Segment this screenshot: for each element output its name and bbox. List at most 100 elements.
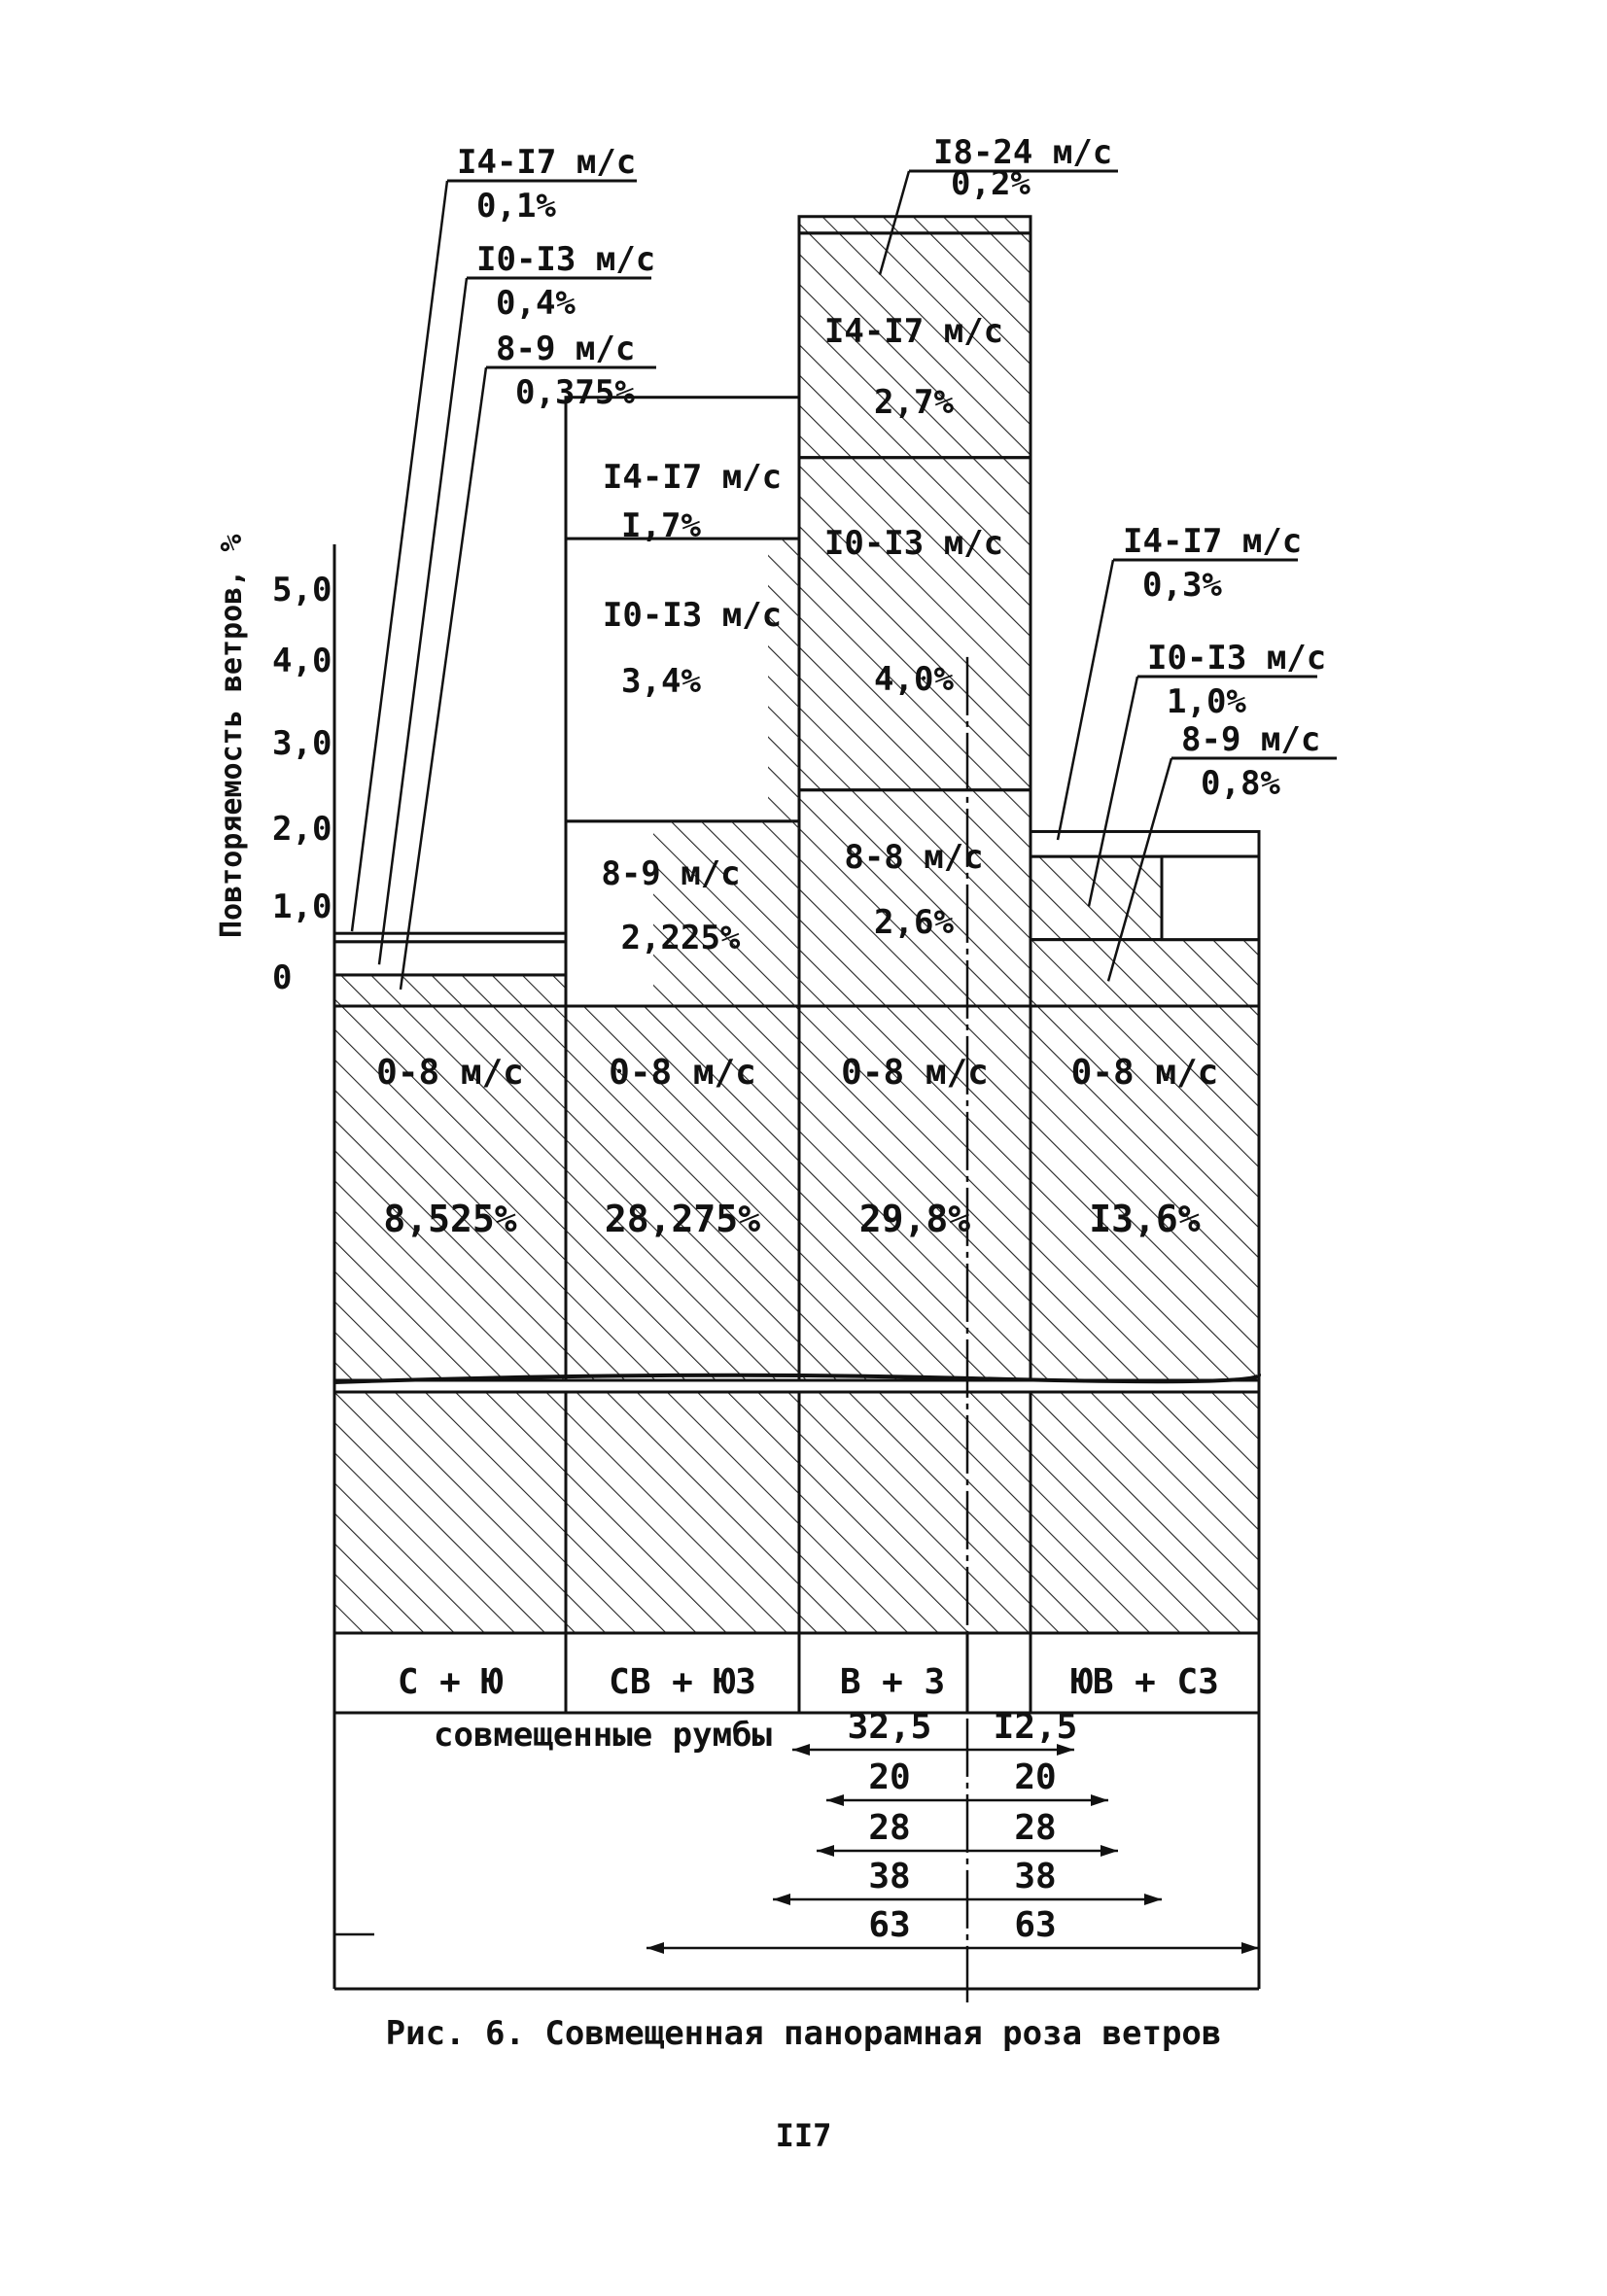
category-label: С + Ю — [398, 1662, 504, 1702]
dimension-right: 38 — [1014, 1857, 1056, 1896]
base-speed-label: 0-8 м/с — [609, 1053, 756, 1093]
bar-segment — [332, 931, 568, 944]
bar-base-lower — [797, 1390, 1032, 1635]
dimension-table: совмещенные румбы 32,5 I2,5 20 20 28 28 38 38 63 6… — [334, 1707, 1259, 1954]
dimension-arrow — [1144, 1894, 1162, 1905]
category-label: ЮВ + СЗ — [1071, 1662, 1219, 1702]
cat4-c-value: 0,8% — [1201, 764, 1280, 803]
labels-layer: Повторяемость ветров, % 0-8 м/с 8,525% 0-8… — [215, 133, 1326, 1702]
dimension-arrow — [646, 1942, 664, 1954]
dimension-left: 28 — [868, 1808, 910, 1848]
dimension-left: 38 — [868, 1857, 910, 1896]
base-speed-label: 0-8 м/с — [1071, 1053, 1219, 1093]
cat4-b-speed: I0-I3 м/с — [1147, 639, 1326, 678]
cat2-value-3: 2,225% — [621, 919, 741, 957]
base-speed-label: 0-8 м/с — [376, 1053, 524, 1093]
dimension-left: 63 — [868, 1905, 910, 1945]
axis-break-line — [333, 1373, 1262, 1384]
base-value-label: I3,6% — [1089, 1198, 1201, 1240]
bar-base-lower — [332, 1390, 568, 1635]
page-number: II7 — [775, 2117, 832, 2154]
bar-segment — [332, 973, 568, 1008]
bar-segment — [797, 788, 1032, 1008]
category-label: СВ + ЮЗ — [609, 1662, 756, 1702]
cat4-c-speed: 8-9 м/с — [1181, 720, 1320, 759]
y-axis-label: Повторяемость ветров, % — [215, 535, 249, 938]
bar-segment-hatch — [768, 539, 799, 821]
dimension-arrow — [1091, 1794, 1108, 1806]
cat2-value-1: I,7% — [621, 506, 701, 545]
y-tick-label: 3,0 — [272, 724, 332, 763]
cat4-b-value: 1,0% — [1167, 682, 1246, 721]
dimension-arrow — [792, 1744, 810, 1756]
dimension-left: 20 — [868, 1757, 910, 1797]
cat1-c-speed: 8-9 м/с — [496, 330, 635, 368]
category-label: В + З — [840, 1662, 945, 1702]
dimension-right: 28 — [1014, 1808, 1056, 1848]
cat1-b-leader — [377, 277, 469, 965]
cat1-a-speed: I4-I7 м/с — [457, 143, 636, 182]
cat3-speed-top: I8-24 м/с — [933, 133, 1112, 172]
leader-lines — [350, 169, 1337, 991]
cat1-b-value: 0,4% — [496, 284, 576, 323]
y-tick-label: 4,0 — [272, 642, 332, 680]
outline-layer — [332, 544, 1262, 2002]
dimension-right: 20 — [1014, 1757, 1056, 1797]
dimension-left: 32,5 — [848, 1707, 932, 1747]
dimension-right: 63 — [1014, 1905, 1056, 1945]
dimension-arrow — [1100, 1845, 1118, 1857]
cat3-speed-1: I4-I7 м/с — [824, 312, 1003, 351]
bar-segment — [797, 456, 1032, 792]
cat2-value-2: 3,4% — [621, 662, 701, 701]
cat3-top-leader — [878, 170, 911, 275]
cat4-b-leader — [1087, 676, 1139, 907]
bar-segment — [564, 396, 801, 540]
cat3-speed-3: 8-8 м/с — [844, 838, 983, 877]
cat3-value-3: 2,6% — [874, 903, 954, 942]
dimension-right: I2,5 — [994, 1707, 1078, 1747]
y-ticks: 5,0 4,0 3,0 2,0 1,0 0 — [272, 571, 332, 997]
y-tick-label: 0 — [272, 958, 292, 997]
bar-base-upper — [564, 1004, 801, 1382]
bar-segment — [797, 231, 1032, 460]
dimension-arrow — [1241, 1942, 1259, 1954]
bar-segment-box — [1160, 854, 1261, 942]
cat3-value-1: 2,7% — [874, 383, 954, 422]
cat4-a-value: 0,3% — [1142, 566, 1222, 605]
cat1-b-speed: I0-I3 м/с — [476, 240, 655, 279]
dimension-arrow — [1057, 1744, 1074, 1756]
base-value-label: 8,525% — [383, 1198, 516, 1240]
cat3-value-2: 4,0% — [874, 660, 954, 699]
dimension-arrow — [773, 1894, 790, 1905]
bar-segment — [564, 537, 801, 823]
cat4-a-leader — [1056, 559, 1115, 841]
dimension-arrow — [826, 1794, 844, 1806]
figure-caption: Рис. 6. Совмещенная панорамная роза ветр… — [385, 2014, 1222, 2053]
bar-base-lower — [1029, 1390, 1261, 1635]
bar-segment — [1029, 938, 1261, 1008]
y-tick-label: 5,0 — [272, 571, 332, 609]
cat3-speed-2: I0-I3 м/с — [824, 524, 1003, 563]
cat2-speed-3: 8-9 м/с — [601, 854, 740, 893]
bar-base-upper — [1029, 1004, 1261, 1382]
combined-rhumbs-label: совмещенные румбы — [434, 1716, 772, 1755]
cat4-a-speed: I4-I7 м/с — [1123, 522, 1302, 561]
bar-base-lower — [564, 1390, 801, 1635]
cat1-c-leader — [399, 366, 488, 991]
cat2-speed-1: I4-I7 м/с — [603, 458, 782, 497]
bar-segment — [797, 215, 1032, 235]
cat1-a-value: 0,1% — [476, 187, 556, 226]
base-speed-label: 0-8 м/с — [841, 1053, 989, 1093]
bars-layer — [332, 215, 1261, 1635]
dimension-arrow — [817, 1845, 834, 1857]
cat2-speed-2: I0-I3 м/с — [603, 596, 782, 635]
cat4-c-leader — [1106, 757, 1173, 982]
cat1-c-value: 0,375% — [515, 373, 635, 412]
y-tick-label: 2,0 — [272, 810, 332, 849]
y-tick-label: 1,0 — [272, 887, 332, 926]
cat3-value-top: 0,2% — [951, 164, 1031, 203]
base-value-label: 28,275% — [605, 1198, 760, 1240]
base-value-label: 29,8% — [859, 1198, 971, 1240]
bar-segment-hatch — [653, 820, 799, 1006]
